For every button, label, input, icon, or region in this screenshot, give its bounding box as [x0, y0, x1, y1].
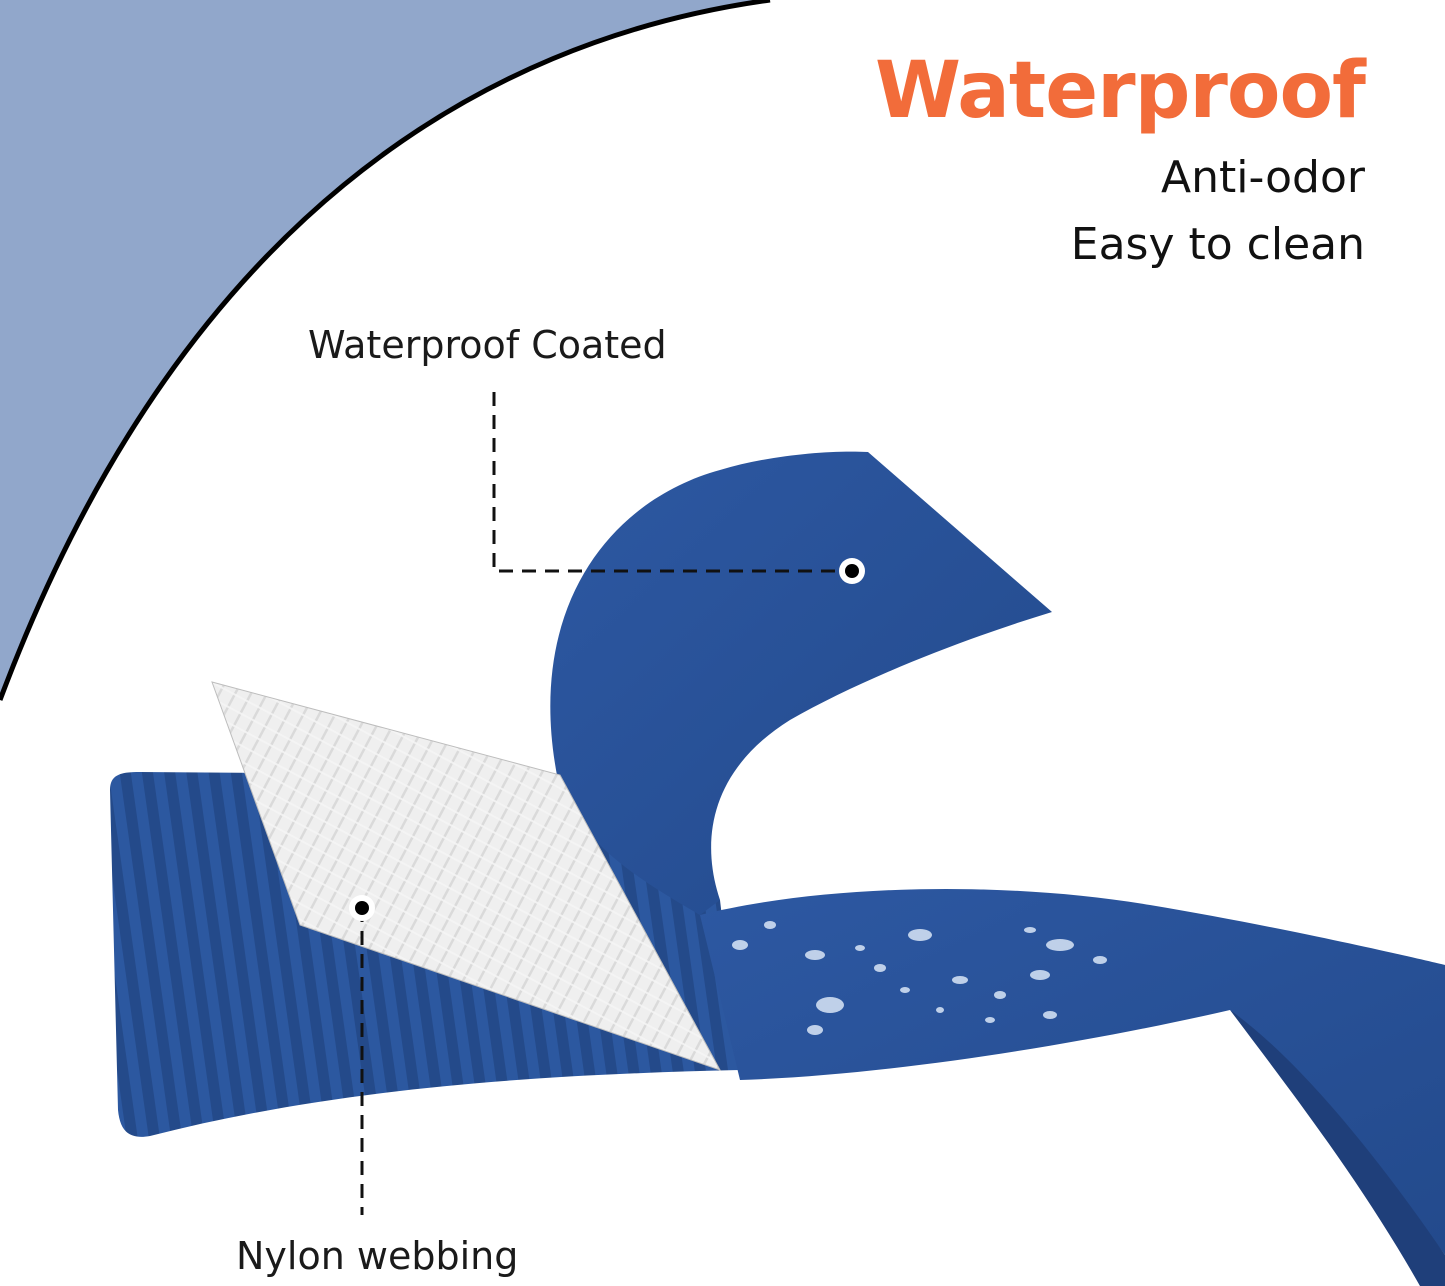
headline-waterproof: Waterproof	[875, 46, 1366, 136]
background-arc	[0, 0, 770, 700]
strap-flap	[550, 451, 1052, 915]
arc-outline	[0, 0, 771, 701]
callout-line-nylon	[349, 895, 375, 1215]
callout-line-coated	[492, 392, 865, 584]
callout-waterproof-coated: Waterproof Coated	[308, 323, 667, 367]
feature-anti-odor: Anti-odor	[1160, 152, 1365, 203]
strap-tail	[700, 888, 1445, 1255]
callout-nylon-webbing: Nylon webbing	[236, 1234, 519, 1278]
feature-easy-clean: Easy to clean	[1070, 219, 1365, 270]
strap-tail-underside	[1230, 1010, 1445, 1286]
water-droplets	[732, 921, 1107, 1035]
